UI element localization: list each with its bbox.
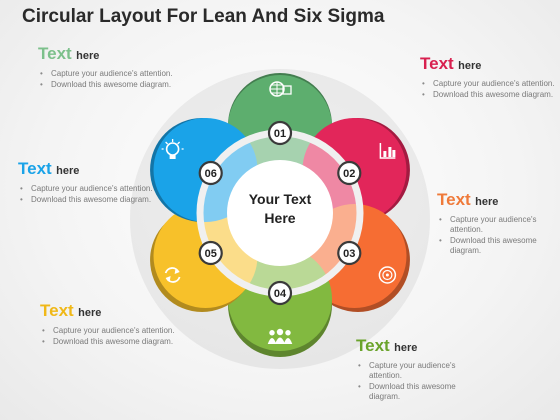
coin-outer — [378, 266, 397, 284]
callout-02: Text here Capture your audience's attent… — [420, 55, 560, 101]
callout-heading-suffix: here — [458, 60, 482, 72]
callout-bullet: Download this awesome diagram. — [38, 80, 188, 90]
chart-axes — [379, 143, 396, 159]
callout-bullet: Download this awesome diagram. — [437, 236, 555, 256]
callout-heading-text: Text — [18, 159, 52, 178]
chart-bar — [388, 147, 392, 157]
badge-06 — [198, 160, 223, 186]
coin-inner — [382, 269, 393, 281]
group-people-icon — [267, 328, 293, 344]
badge-number-04: 04 — [274, 288, 287, 300]
badge-number-02: 02 — [343, 168, 355, 180]
callout-heading-text: Text — [40, 301, 74, 320]
callout-heading: Text here — [356, 337, 486, 357]
badge-01 — [267, 120, 293, 146]
refresh-arrows-icon — [164, 267, 181, 283]
callout-heading-suffix: here — [56, 165, 80, 177]
center-label: Your Text Here — [225, 190, 335, 228]
callout-heading-suffix: here — [394, 342, 418, 354]
callout-bullet: Capture your audience's attention. — [420, 79, 560, 89]
globe-grid-icon — [269, 81, 292, 97]
bulb-base — [169, 155, 176, 159]
callout-bullets: Capture your audience's attention. Downl… — [38, 69, 188, 90]
center-hub — [227, 160, 333, 266]
globe-lines — [270, 82, 284, 96]
badge-05 — [198, 240, 223, 266]
badge-number-06: 06 — [205, 168, 217, 180]
callout-heading-text: Text — [437, 190, 471, 209]
person-body — [267, 337, 277, 344]
callout-01: Text here Capture your audience's attent… — [38, 45, 188, 91]
person-head — [276, 328, 284, 336]
callout-bullet: Capture your audience's attention. — [356, 361, 486, 381]
callout-bullet: Capture your audience's attention. — [437, 215, 555, 235]
bulb-rays — [161, 139, 184, 150]
coin-center — [385, 273, 389, 277]
callout-bullets: Capture your audience's attention. Downl… — [420, 79, 560, 100]
callout-03: Text here Capture your audience's attent… — [437, 191, 555, 257]
callout-bullet: Download this awesome diagram. — [18, 195, 158, 205]
callout-heading-text: Text — [420, 54, 454, 73]
page-title: Circular Layout For Lean And Six Sigma — [22, 6, 385, 27]
chart-bar — [392, 150, 396, 157]
bar-chart-icon — [379, 143, 396, 159]
callout-heading: Text here — [420, 55, 560, 75]
callout-bullets: Capture your audience's attention. Downl… — [437, 215, 555, 256]
callout-heading-text: Text — [356, 336, 390, 355]
badge-04 — [267, 280, 293, 306]
callout-05: Text here Capture your audience's attent… — [40, 302, 190, 348]
callout-heading: Text here — [38, 45, 188, 65]
badge-number-03: 03 — [343, 248, 355, 260]
callout-bullet: Capture your audience's attention. — [18, 184, 158, 194]
badge-02 — [337, 160, 362, 186]
callout-bullets: Capture your audience's attention. Downl… — [40, 326, 190, 347]
person-head — [285, 330, 291, 336]
callout-bullets: Capture your audience's attention. Downl… — [356, 361, 486, 402]
person-body — [283, 337, 293, 344]
callout-bullets: Capture your audience's attention. Downl… — [18, 184, 158, 205]
callout-bullet: Download this awesome diagram. — [420, 90, 560, 100]
person-head — [269, 330, 275, 336]
callout-heading: Text here — [40, 302, 190, 322]
callout-heading-suffix: here — [78, 307, 102, 319]
callout-heading-suffix: here — [475, 196, 499, 208]
callout-bullet: Download this awesome diagram. — [40, 337, 190, 347]
lightbulb-gear-icon — [161, 139, 184, 159]
badge-03 — [337, 240, 362, 266]
grid-box — [282, 85, 292, 95]
center-label-line-1: Your Text — [248, 191, 312, 207]
chart-bar — [383, 151, 387, 157]
callout-heading: Text here — [18, 160, 158, 180]
target-coin-icon — [378, 266, 397, 284]
callout-heading-text: Text — [38, 44, 72, 63]
person-body — [275, 337, 285, 344]
arrow-head — [165, 276, 171, 282]
callout-heading: Text here — [437, 191, 555, 211]
callout-bullet: Capture your audience's attention. — [40, 326, 190, 336]
arrow-head — [174, 268, 180, 274]
badge-number-01: 01 — [274, 128, 286, 140]
callout-heading-suffix: here — [76, 50, 100, 62]
badge-number-05: 05 — [205, 248, 217, 260]
center-label-line-2: Here — [264, 210, 296, 226]
callout-04: Text here Capture your audience's attent… — [356, 337, 486, 403]
callout-bullet: Capture your audience's attention. — [38, 69, 188, 79]
callout-bullet: Download this awesome diagram. — [356, 382, 486, 402]
callout-06: Text here Capture your audience's attent… — [18, 160, 158, 206]
